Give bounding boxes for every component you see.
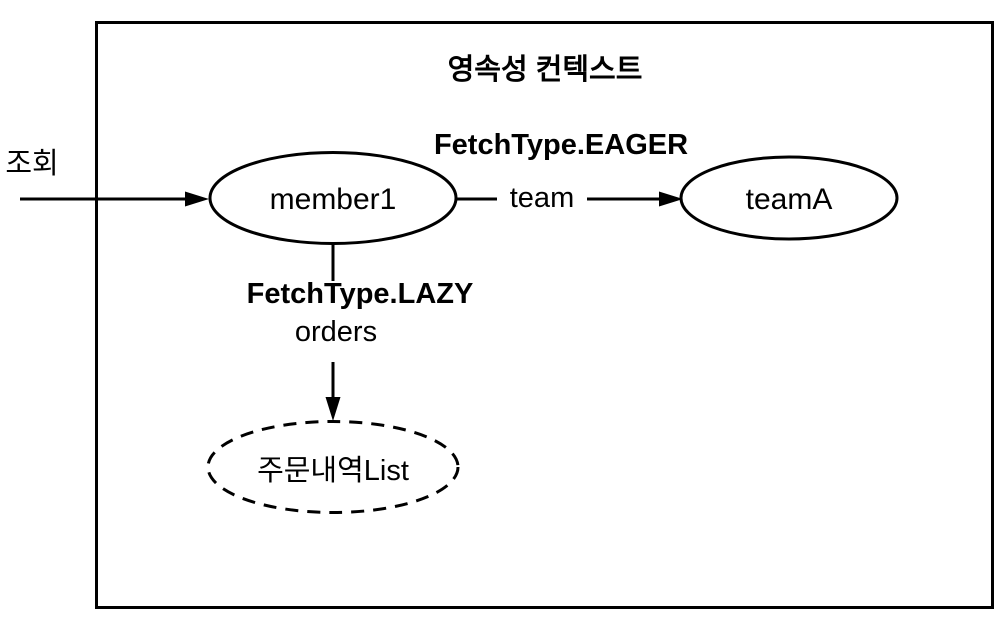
query-arrowhead-icon — [185, 191, 209, 207]
team-arrowhead-icon — [659, 191, 683, 207]
persistence-context-title: 영속성 컨텍스트 — [448, 53, 643, 86]
orders-field-label: orders — [295, 316, 377, 348]
query-label: 조회 — [5, 147, 58, 180]
team-node — [679, 155, 899, 241]
lazy-arrowhead-icon — [325, 397, 341, 421]
team-field-label: team — [510, 182, 574, 214]
team-node-label: teamA — [746, 183, 833, 216]
orders-list-node — [206, 420, 460, 514]
eager-fetch-type-label: FetchType.EAGER — [434, 129, 688, 161]
lazy-fetch-type-label: FetchType.LAZY — [247, 278, 474, 310]
orders-list-node-label: 주문내역List — [257, 455, 409, 487]
member-node-label: member1 — [270, 183, 397, 216]
persistence-context-box — [95, 21, 994, 609]
